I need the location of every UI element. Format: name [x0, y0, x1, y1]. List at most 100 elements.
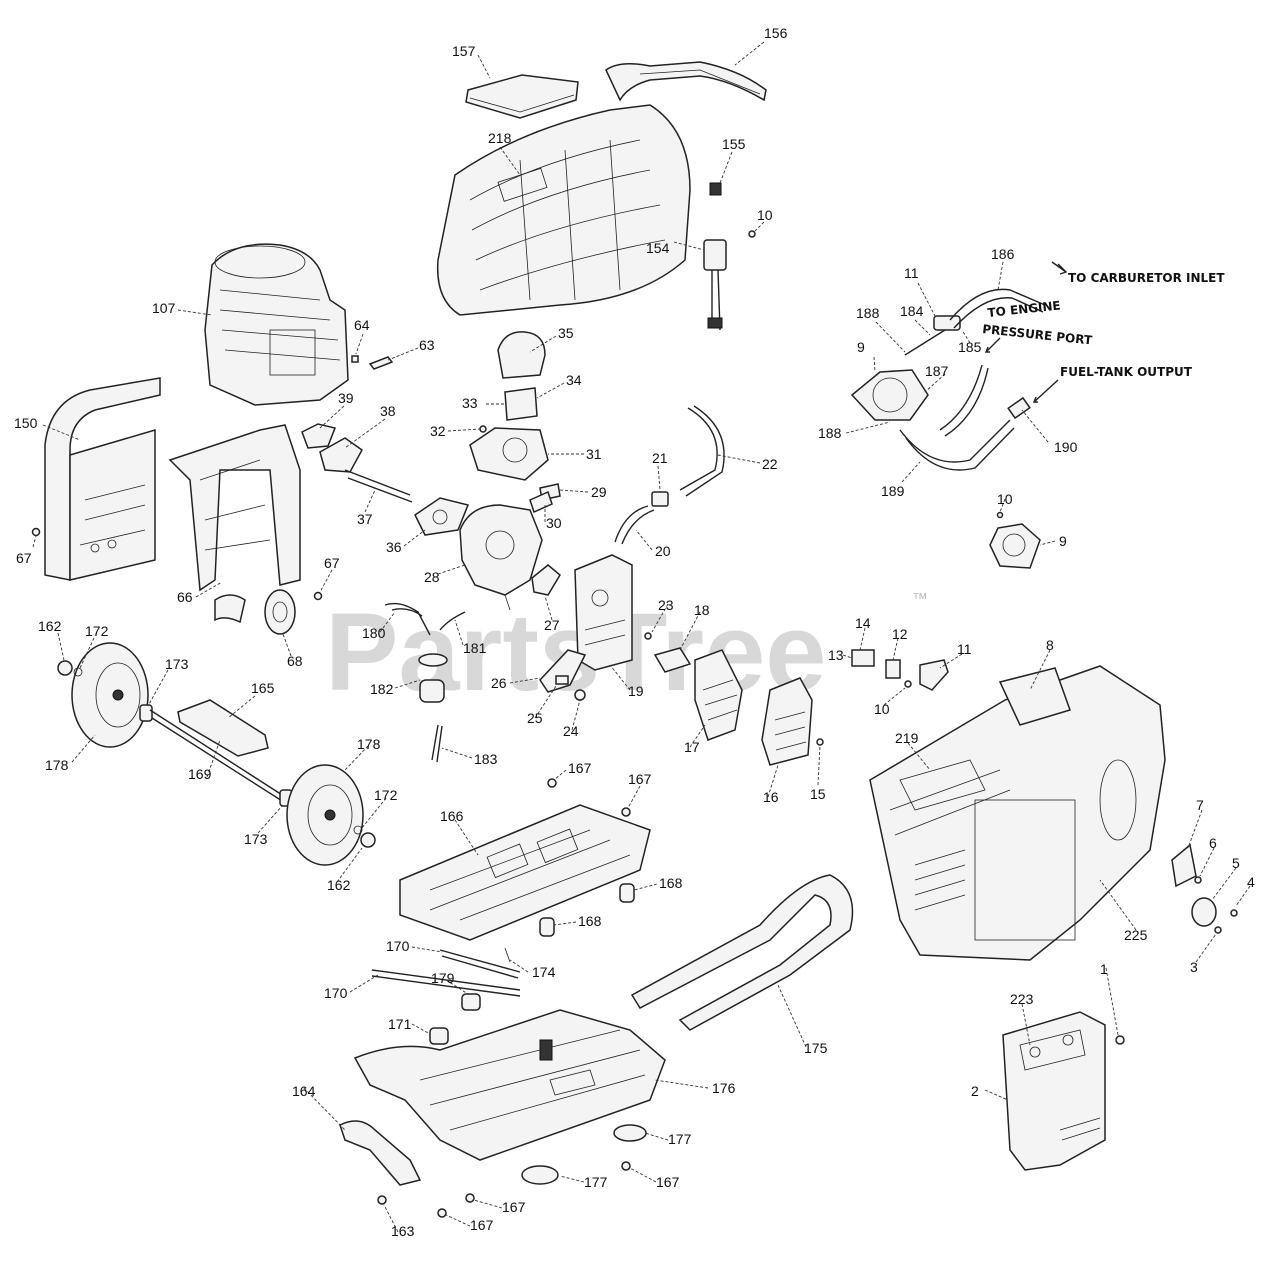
part-6-washer[interactable] [1194, 876, 1202, 884]
part-63-bolt[interactable] [368, 356, 394, 370]
part-165-bracket[interactable] [177, 699, 269, 757]
part-177-foot-b[interactable] [521, 1165, 559, 1185]
part-186-hose[interactable] [949, 288, 1046, 321]
part-9-fuel-pump-upper[interactable] [850, 369, 929, 421]
part-68-rotor[interactable] [264, 589, 296, 635]
part-175-handle[interactable] [630, 874, 854, 1031]
part-181-hose[interactable] [439, 611, 466, 631]
part-184-hose[interactable] [904, 329, 946, 356]
part-16-heat-sink[interactable] [761, 677, 813, 766]
callout-24: 24 [563, 723, 579, 739]
part-179-mount[interactable] [461, 993, 481, 1011]
part-167-nut-b[interactable] [621, 807, 631, 817]
callout-218: 218 [488, 130, 512, 146]
part-180-hose[interactable] [384, 602, 431, 636]
part-167-nut-a[interactable] [547, 778, 557, 788]
part-19-control-panel[interactable] [574, 554, 633, 671]
part-9-fuel-pump-lower[interactable] [989, 523, 1041, 569]
part-167-nut-d[interactable] [465, 1193, 475, 1203]
part-35-air-filter-cover[interactable] [497, 331, 546, 379]
part-183-hose[interactable] [431, 724, 443, 763]
part-33-filter[interactable] [504, 387, 538, 421]
part-157-cover-plate[interactable] [465, 74, 579, 119]
part-176-base-frame[interactable] [353, 1009, 666, 1161]
part-223-outlet-panel[interactable] [1029, 1034, 1074, 1058]
part-4-screw[interactable] [1230, 909, 1238, 917]
part-1-screw[interactable] [1115, 1035, 1125, 1045]
part-32-screw[interactable] [479, 425, 487, 433]
part-21-fitting[interactable] [651, 491, 669, 507]
part-10-screw-mid[interactable] [904, 680, 912, 688]
part-182-filter-cap[interactable] [418, 653, 448, 667]
part-27-gasket[interactable] [531, 564, 561, 596]
part-66-frame[interactable] [168, 424, 301, 592]
part-12-valve[interactable] [885, 659, 901, 679]
part-190-fitting[interactable] [1007, 396, 1031, 420]
part-23-screw[interactable] [644, 632, 652, 640]
part-26-bracket[interactable] [539, 649, 587, 693]
part-2-side-cover[interactable] [1002, 1011, 1106, 1171]
part-166-tray[interactable] [399, 804, 651, 941]
part-11-fitting-mid[interactable] [919, 659, 949, 691]
part-167-nut-e[interactable] [437, 1208, 447, 1218]
part-25-bushing[interactable] [555, 675, 569, 685]
part-177-foot-a[interactable] [613, 1124, 647, 1142]
part-187-hose[interactable] [939, 364, 989, 437]
part-182-filter[interactable] [419, 679, 445, 703]
part-7-bracket[interactable] [1171, 843, 1197, 888]
part-38-spacer[interactable] [319, 437, 363, 473]
part-67-screw-left[interactable] [31, 527, 41, 537]
part-174-pin[interactable] [504, 947, 511, 963]
part-3-screw[interactable] [1214, 926, 1222, 934]
part-17-inverter-module[interactable] [694, 649, 743, 741]
part-178-wheel-left[interactable] [71, 642, 149, 748]
part-10-screw-top[interactable] [748, 230, 756, 238]
part-107-engine[interactable] [204, 243, 349, 406]
part-164-bumper[interactable] [339, 1120, 422, 1186]
part-36-gasket[interactable] [414, 497, 470, 536]
part-170-strap-a[interactable] [439, 949, 521, 979]
part-24-nut[interactable] [574, 689, 586, 701]
part-178-wheel-right[interactable] [286, 764, 364, 866]
part-162-cap-right[interactable] [360, 832, 376, 848]
part-18-switch[interactable] [653, 647, 692, 673]
callout-219: 219 [895, 730, 919, 746]
part-22-hose[interactable] [679, 405, 725, 497]
part-150-side-panel[interactable] [44, 377, 161, 581]
part-219-label-panel[interactable] [899, 759, 986, 811]
part-172-washer-right[interactable] [353, 825, 363, 835]
part-39-gasket[interactable] [301, 423, 337, 449]
part-163-screw[interactable] [377, 1195, 387, 1205]
part-167-nut-c[interactable] [621, 1161, 631, 1171]
part-20-hose[interactable] [614, 505, 655, 545]
part-31-air-box[interactable] [469, 427, 549, 481]
part-8-housing[interactable] [869, 665, 1166, 961]
part-14-bracket[interactable] [851, 649, 875, 667]
part-189-hose[interactable] [899, 419, 1015, 471]
callout-35: 35 [558, 325, 574, 341]
part-30-spring[interactable] [529, 490, 553, 514]
part-5-knob[interactable] [1191, 897, 1217, 927]
part-155-clip[interactable] [709, 182, 722, 196]
part-173-bushing-left[interactable] [139, 704, 153, 722]
callout-184: 184 [900, 303, 924, 319]
part-162-cap-left[interactable] [57, 660, 73, 676]
part-28-carburetor[interactable] [459, 504, 543, 611]
part-168-mount-a[interactable] [619, 883, 635, 903]
part-67-screw-mid[interactable] [313, 591, 323, 601]
part-218-upper-housing[interactable] [436, 104, 691, 316]
part-154-switch-harness[interactable] [703, 239, 727, 331]
part-64-pin[interactable] [351, 355, 359, 363]
part-172-washer-left[interactable] [73, 667, 83, 677]
part-171-mount[interactable] [429, 1027, 449, 1045]
callout-11: 11 [904, 265, 919, 281]
part-156-handle[interactable] [605, 61, 767, 102]
part-10-screw-right[interactable] [996, 511, 1004, 519]
part-11-fitting-upper[interactable] [933, 315, 961, 331]
callout-164: 164 [292, 1083, 316, 1099]
part-66-bracket[interactable] [214, 594, 246, 624]
part-169-axle[interactable] [149, 709, 291, 807]
part-168-mount-b[interactable] [539, 917, 555, 937]
part-15-screw[interactable] [816, 738, 824, 746]
part-37-studs[interactable] [344, 469, 413, 503]
